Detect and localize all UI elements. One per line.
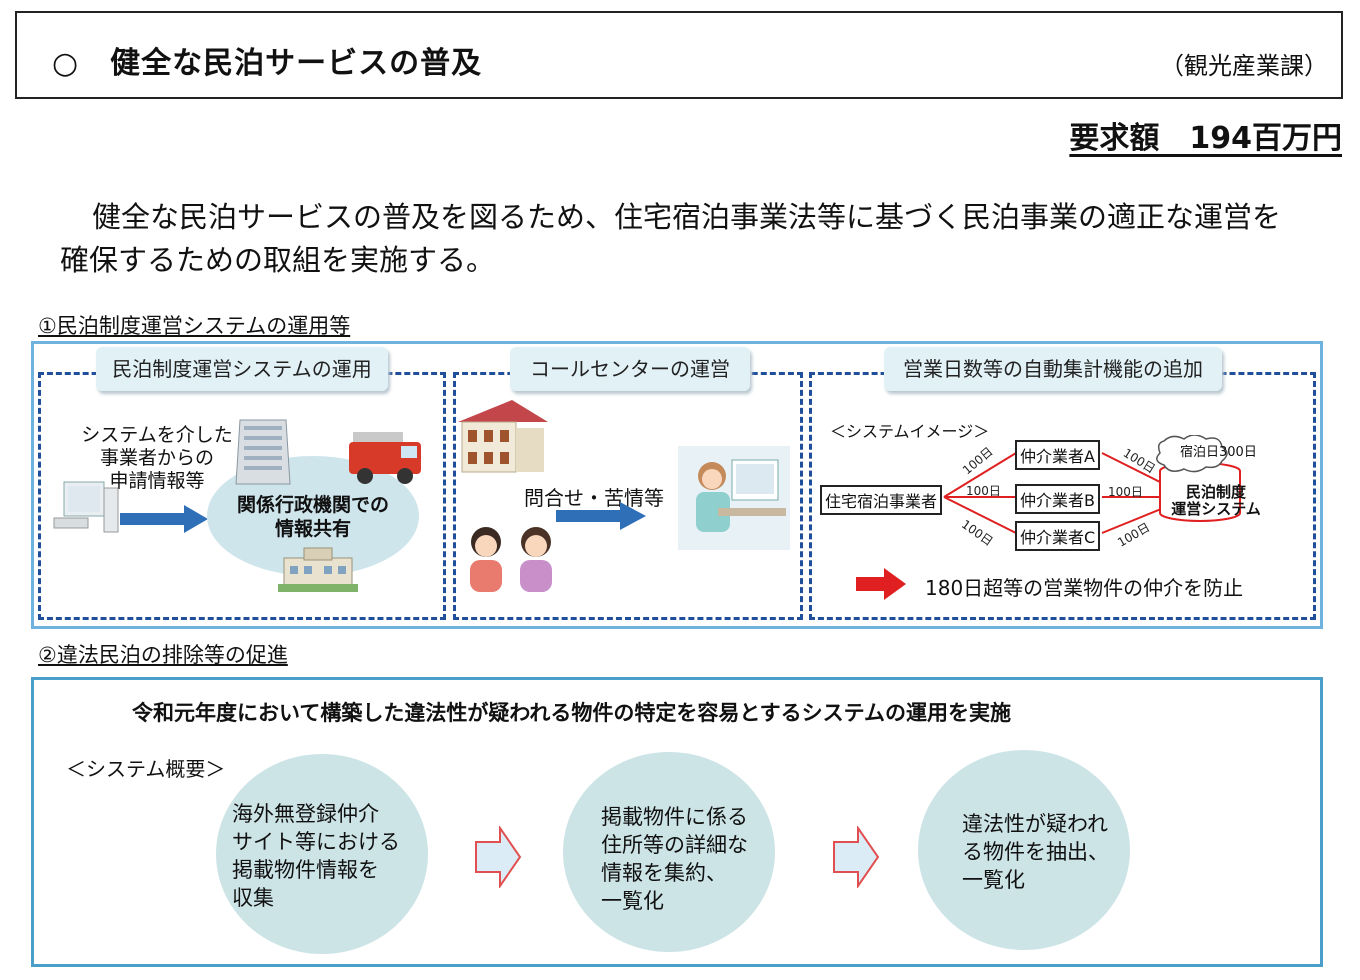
flow-arrow-icon <box>475 826 522 888</box>
call-center-operator-icon <box>678 446 790 550</box>
agent-b-node: 仲介業者B <box>1015 484 1100 514</box>
computer-icon <box>53 481 119 533</box>
agent-c-node: 仲介業者C <box>1015 521 1101 551</box>
tab-system-operation: 民泊制度運営システムの運用 <box>96 347 388 391</box>
step-text-collect: 海外無登録仲介 サイト等における 掲載物件情報を 収集 <box>232 802 400 910</box>
minpaku-system-db: 民泊制度 運営システム <box>1171 483 1261 518</box>
step-circle-collect <box>216 754 428 954</box>
cloud-icon <box>1156 435 1228 473</box>
tab-auto-count: 営業日数等の自動集計機能の追加 <box>884 347 1222 391</box>
fire-truck-icon <box>349 432 421 484</box>
flow-arrow-icon <box>833 826 880 888</box>
info-sharing-text: 関係行政機関での 情報共有 <box>236 494 389 540</box>
application-caption: システムを介した 事業者からの 申請情報等 <box>81 424 233 492</box>
host-node: 住宅宿泊事業者 <box>820 485 943 515</box>
tab-call-center: コールセンターの運営 <box>510 347 750 391</box>
agent-a-node: 仲介業者A <box>1015 440 1100 470</box>
days-label: 100日 <box>966 484 1001 498</box>
government-building-icon <box>278 547 358 592</box>
network-diagram <box>943 435 1241 534</box>
section2-label: ②違法民泊の排除等の促進 <box>38 643 288 667</box>
section2-frame <box>31 677 1323 967</box>
budget-amount: 要求額 194百万円 <box>1069 121 1342 156</box>
people-talking-icon <box>470 527 552 592</box>
title-box <box>15 11 1343 99</box>
cloud-label: 宿泊日300日 <box>1180 445 1257 460</box>
section1-label: ①民泊制度運営システムの運用等 <box>38 314 351 338</box>
step-text-aggregate: 掲載物件に係る 住所等の詳細な 情報を集約、 一覧化 <box>601 805 748 913</box>
system-overview-label: ＜システム概要＞ <box>66 757 226 781</box>
section2-headline: 令和元年度において構築した違法性が疑われる物件の特定を容易とするシステムの運用を… <box>132 701 1012 725</box>
step-circle-aggregate <box>563 752 775 952</box>
prevention-text: 180日超等の営業物件の仲介を防止 <box>925 576 1244 600</box>
arrow-right-icon <box>120 505 208 533</box>
department-label: （観光産業課） <box>1160 52 1328 80</box>
inquiry-caption: 問合せ・苦情等 <box>524 486 664 510</box>
section1-frame <box>31 341 1323 629</box>
red-arrow-icon <box>856 568 906 600</box>
step-text-extract: 違法性が疑われ る物件を抽出、 一覧化 <box>962 812 1109 892</box>
apartment-house-icon <box>458 400 548 473</box>
page-title: ○ 健全な民泊サービスの普及 <box>52 46 483 81</box>
intro-paragraph: 健全な民泊サービスの普及を図るため、住宅宿泊事業法等に基づく民泊事業の適正な運営… <box>60 200 1282 277</box>
system-image-label: ＜システムイメージ＞ <box>830 422 990 441</box>
step-circle-extract <box>918 750 1130 950</box>
office-building-icon <box>235 419 291 485</box>
arrow-right-icon <box>556 502 646 530</box>
days-label: 100日 <box>1108 485 1143 499</box>
